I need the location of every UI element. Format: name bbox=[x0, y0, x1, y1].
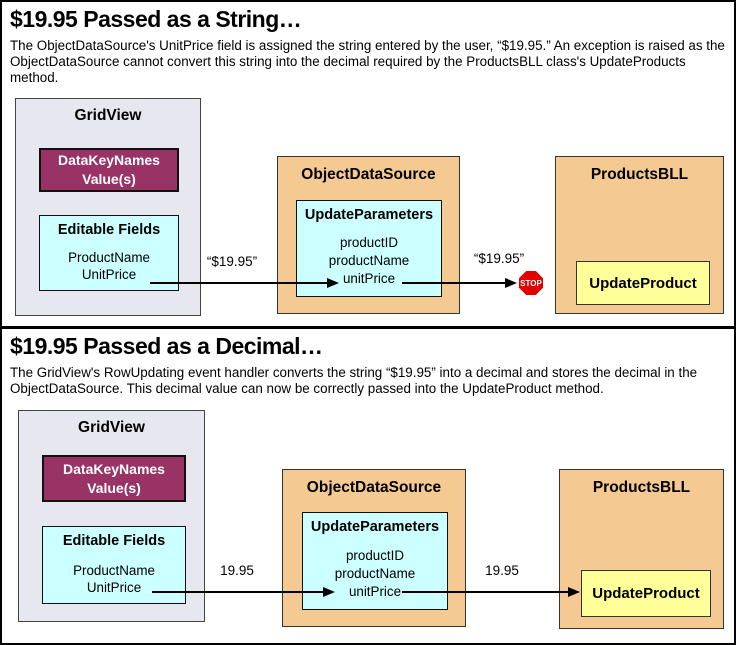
gridview-title: GridView bbox=[74, 107, 142, 124]
datakeynames-box: DataKeyNames Value(s) bbox=[39, 148, 179, 192]
editable-fields-title: Editable Fields bbox=[62, 533, 166, 549]
flow-arrowhead bbox=[327, 278, 339, 288]
datakeynames-box: DataKeyNames Value(s) bbox=[42, 455, 186, 502]
field-label: ProductName bbox=[68, 250, 150, 265]
productsbll-title: ProductsBLL bbox=[592, 479, 691, 496]
arrow-label: 19.95 bbox=[220, 563, 254, 578]
flow-arrowhead bbox=[568, 587, 580, 597]
parameter-label: unitPrice bbox=[348, 584, 402, 599]
productsbll-title: ProductsBLL bbox=[590, 166, 689, 183]
productsbll-box: ProductsBLL UpdateProduct bbox=[555, 156, 724, 314]
datakeynames-line2: Value(s) bbox=[87, 479, 141, 496]
field-label: UnitPrice bbox=[81, 267, 137, 282]
updateparameters-title: UpdateParameters bbox=[304, 207, 434, 223]
datakeynames-line2: Value(s) bbox=[82, 171, 136, 187]
gridview-box: GridView DataKeyNames Value(s) Editable … bbox=[15, 98, 201, 316]
updateparameters-box: UpdateParameters productID productName u… bbox=[296, 200, 442, 297]
flow-arrow-line bbox=[402, 591, 569, 593]
arrow-label: “$19.95” bbox=[206, 254, 258, 269]
panel-description: The ObjectDataSource's UnitPrice field i… bbox=[10, 38, 725, 85]
flow-arrowhead bbox=[505, 278, 517, 288]
flow-arrow-line bbox=[152, 591, 324, 593]
parameter-label: productID bbox=[339, 235, 399, 250]
objectdatasource-box: ObjectDataSource UpdateParameters produc… bbox=[282, 469, 466, 627]
editable-fields-box: Editable Fields ProductName UnitPrice bbox=[39, 215, 179, 291]
parameter-label: productName bbox=[328, 253, 410, 268]
updateparameters-title: UpdateParameters bbox=[310, 519, 440, 535]
panel-title: $19.95 Passed as a String… bbox=[10, 6, 302, 32]
stop-icon: STOP bbox=[517, 269, 545, 297]
panel-description: The GridView's RowUpdating event handler… bbox=[10, 365, 698, 396]
parameter-label: unitPrice bbox=[342, 271, 396, 286]
field-label: ProductName bbox=[73, 563, 155, 578]
stop-icon-text: STOP bbox=[520, 278, 542, 288]
datakeynames-line1: DataKeyNames bbox=[63, 460, 165, 477]
arrow-label: “$19.95” bbox=[473, 251, 525, 266]
objectdatasource-title: ObjectDataSource bbox=[306, 479, 442, 496]
datakeynames-line1: DataKeyNames bbox=[58, 152, 160, 168]
flow-arrow-line bbox=[402, 282, 506, 284]
flow-arrow-line bbox=[150, 282, 328, 284]
updateproduct-box: UpdateProduct bbox=[576, 261, 710, 305]
panel-divider bbox=[2, 326, 734, 329]
gridview-title: GridView bbox=[78, 419, 145, 436]
gridview-box: GridView DataKeyNames Value(s) Editable … bbox=[18, 410, 205, 622]
panel-title: $19.95 Passed as a Decimal… bbox=[10, 333, 323, 359]
flow-arrowhead bbox=[323, 587, 335, 597]
parameter-label: productID bbox=[345, 548, 405, 563]
productsbll-box: ProductsBLL UpdateProduct bbox=[559, 469, 724, 629]
objectdatasource-box: ObjectDataSource UpdateParameters produc… bbox=[277, 156, 460, 314]
objectdatasource-title: ObjectDataSource bbox=[301, 166, 436, 183]
arrow-label: 19.95 bbox=[485, 563, 519, 578]
parameter-label: productName bbox=[334, 566, 416, 581]
field-label: UnitPrice bbox=[86, 580, 142, 595]
stop-icon-fill bbox=[519, 271, 543, 295]
editable-fields-title: Editable Fields bbox=[57, 222, 161, 238]
updateproduct-box: UpdateProduct bbox=[581, 570, 711, 617]
